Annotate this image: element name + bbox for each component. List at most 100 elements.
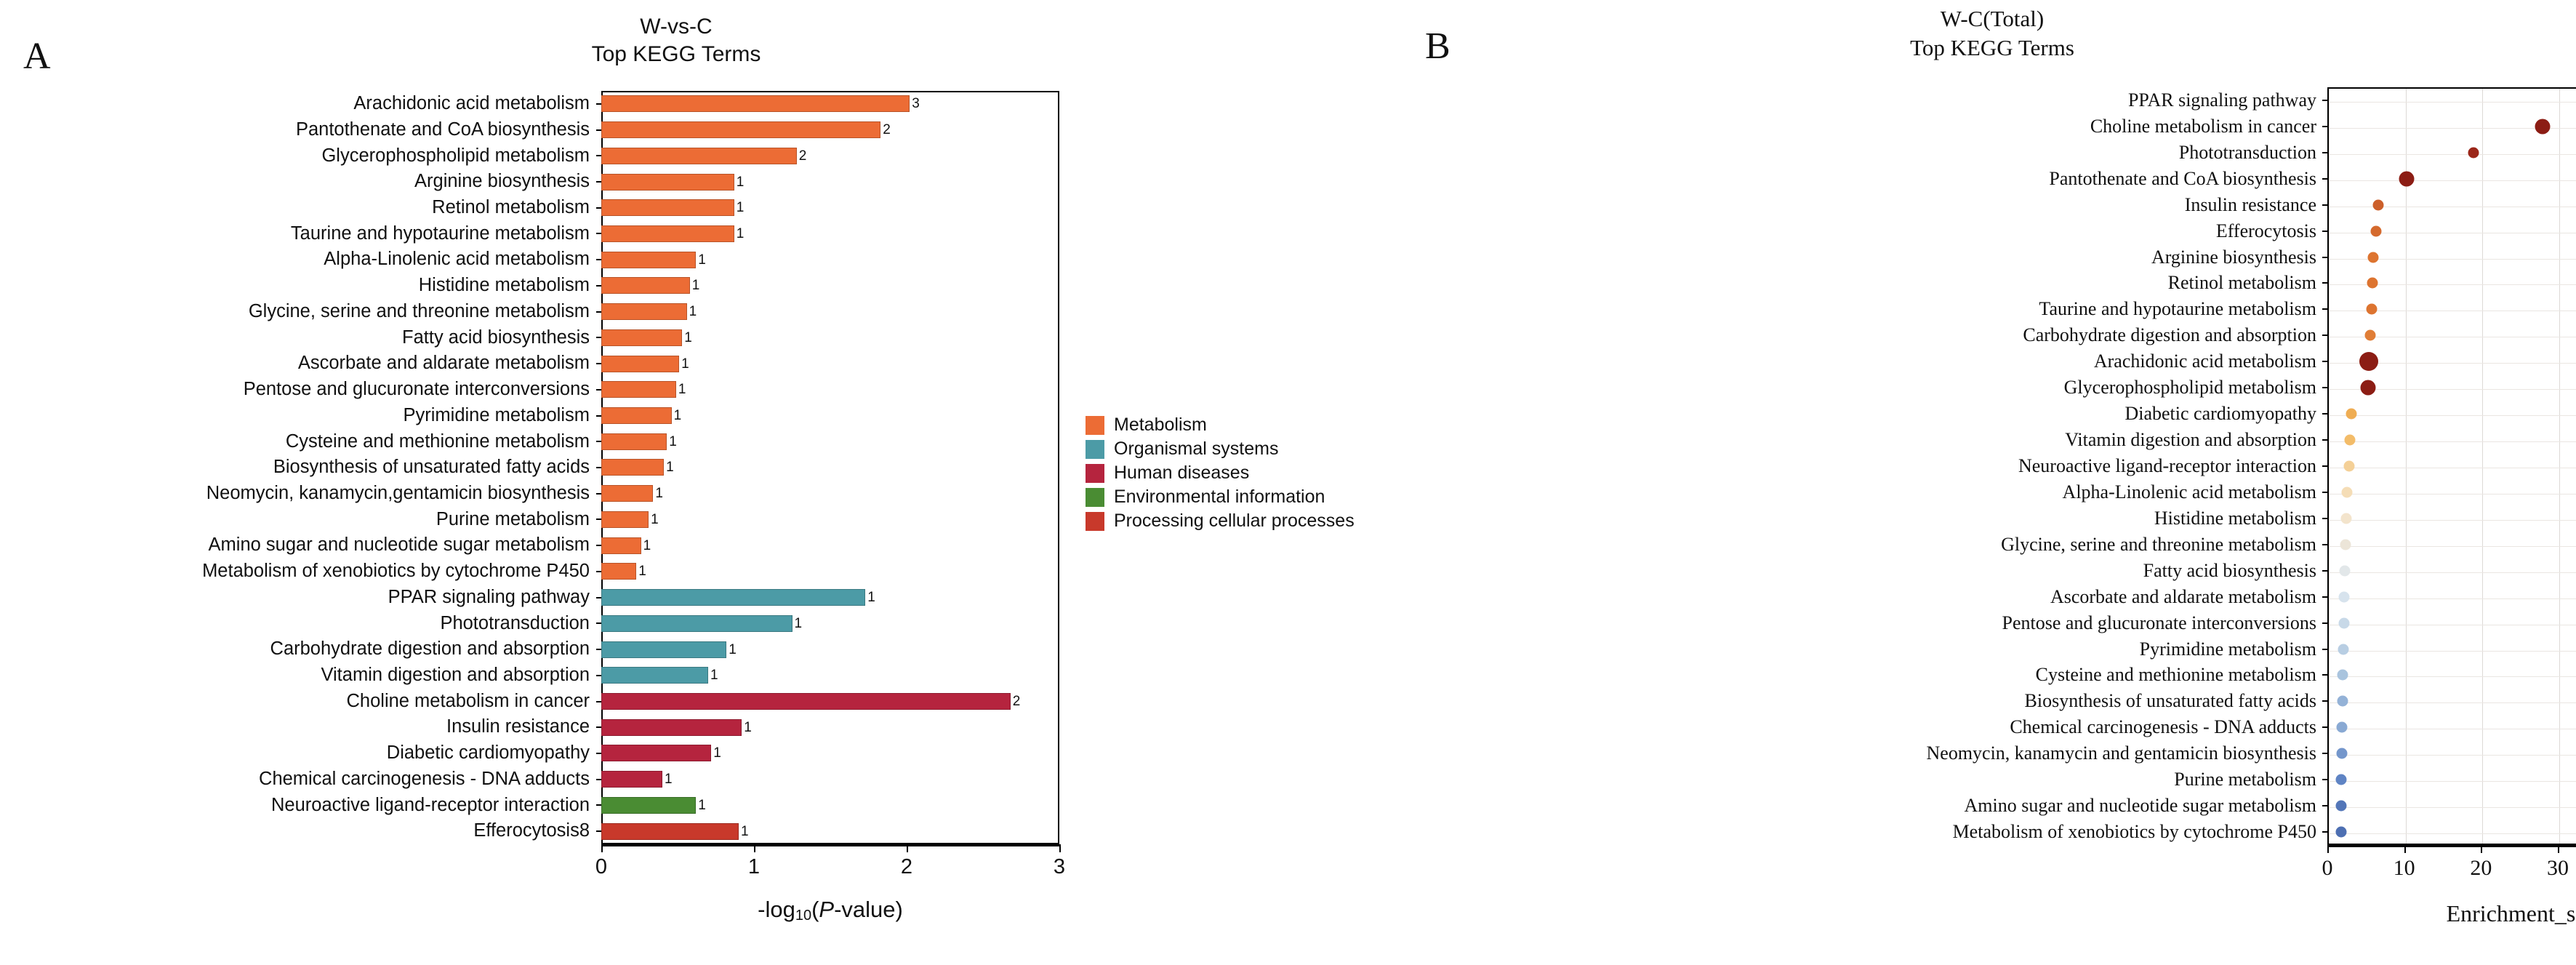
- bar-count-label: 2: [798, 148, 807, 164]
- horizontal-gridline: [2329, 519, 2576, 521]
- y-axis-tick: [2322, 465, 2327, 467]
- dot-row: Purine metabolism: [1403, 766, 2576, 793]
- dot-container: [2327, 401, 2576, 427]
- bar-container: 1: [601, 818, 1062, 844]
- y-axis-tick: [596, 388, 601, 391]
- xlabel-open-paren: (: [811, 897, 819, 922]
- bar: [601, 121, 881, 139]
- y-axis-tick: [596, 415, 601, 417]
- legend-color-swatch: [1086, 511, 1104, 531]
- bar-count-label: 1: [638, 564, 646, 580]
- dot-row: Neuroactive ligand-receptor interaction: [1403, 453, 2576, 479]
- vertical-gridline: [2559, 89, 2560, 844]
- legend-item[interactable]: Metabolism: [1086, 413, 1355, 437]
- dot-row-label: Diabetic cardiomyopathy: [2124, 403, 2316, 425]
- bar-row-label: PPAR signaling pathway: [388, 586, 590, 607]
- bar: [601, 433, 667, 450]
- dot-row: Metabolism of xenobiotics by cytochrome …: [1403, 819, 2576, 845]
- y-axis-tick: [2322, 413, 2327, 415]
- dot-container: [2327, 793, 2576, 819]
- legend-item[interactable]: Processing cellular processes: [1086, 509, 1355, 533]
- bar-container: 1: [601, 662, 1062, 689]
- vertical-gridline: [2405, 89, 2407, 844]
- y-axis-tick: [2322, 491, 2327, 493]
- bar: [601, 251, 697, 268]
- bar-count-label: 1: [643, 537, 651, 553]
- legend-item-label: Human diseases: [1114, 463, 1250, 483]
- bar-row-label: Alpha-Linolenic acid metabolism: [324, 249, 590, 270]
- data-point: [2359, 352, 2379, 372]
- dot-row: Taurine and hypotaurine metabolism: [1403, 296, 2576, 322]
- y-axis-tick: [2322, 204, 2327, 206]
- dot-container: [2327, 558, 2576, 584]
- data-point: [2335, 774, 2347, 785]
- bar-count-label: 1: [741, 823, 749, 839]
- y-axis-tick: [596, 804, 601, 806]
- y-axis-tick: [2322, 596, 2327, 598]
- bar-row-label: Insulin resistance: [446, 716, 590, 737]
- dot-row: Neomycin, kanamycin and gentamicin biosy…: [1403, 740, 2576, 766]
- x-axis-tick-label: 0: [2322, 856, 2333, 880]
- bar-row-label: Fatty acid biosynthesis: [402, 327, 590, 348]
- y-axis-tick: [596, 155, 601, 157]
- y-axis-tick: [2322, 439, 2327, 441]
- bar-row-label: Glycine, serine and threonine metabolism: [248, 300, 590, 321]
- y-axis-tick: [596, 311, 601, 313]
- bar: [601, 771, 662, 788]
- bar-row-label: Biosynthesis of unsaturated fatty acids: [273, 457, 590, 478]
- bar-row: Pentose and glucuronate interconversions…: [0, 377, 1062, 403]
- dot-container: [2327, 427, 2576, 453]
- panel-b-letter: B: [1425, 25, 1450, 67]
- bar-row-label: Taurine and hypotaurine metabolism: [290, 223, 590, 244]
- dot-container: [2327, 322, 2576, 348]
- vertical-gridline: [2329, 89, 2330, 844]
- horizontal-gridline: [2329, 598, 2576, 599]
- dot-row-label: Chemical carcinogenesis - DNA adducts: [2010, 716, 2316, 738]
- horizontal-gridline: [2329, 258, 2576, 260]
- y-axis-tick: [596, 726, 601, 729]
- y-axis-tick: [2322, 361, 2327, 363]
- bar-row-label: Amino sugar and nucleotide sugar metabol…: [208, 534, 590, 556]
- bar-container: 1: [601, 481, 1062, 507]
- bar: [601, 95, 910, 113]
- y-axis-tick: [596, 284, 601, 287]
- dot-row-label: Retinol metabolism: [2167, 272, 2316, 294]
- legend-item[interactable]: Organismal systems: [1086, 437, 1355, 461]
- y-axis-tick: [2322, 99, 2327, 101]
- dot-container: [2327, 636, 2576, 662]
- dot-row-label: Phototransduction: [2178, 141, 2316, 163]
- data-point: [2336, 748, 2348, 759]
- vertical-gridline: [2482, 89, 2484, 844]
- legend-item[interactable]: Environmental information: [1086, 485, 1355, 509]
- xlabel-italic-p: P: [819, 897, 835, 922]
- legend-color-swatch: [1086, 463, 1104, 483]
- dot-row-label: Alpha-Linolenic acid metabolism: [2062, 481, 2316, 502]
- xlabel-rest: -value): [834, 897, 903, 922]
- dot-row: Arachidonic acid metabolism: [1403, 348, 2576, 375]
- bar-container: 1: [601, 221, 1062, 247]
- dot-container: [2327, 348, 2576, 375]
- dot-row-label: PPAR signaling pathway: [2127, 89, 2316, 111]
- bar-row-label: Pentose and glucuronate interconversions: [243, 379, 590, 400]
- data-point: [2335, 826, 2347, 838]
- legend-item[interactable]: Human diseases: [1086, 461, 1355, 485]
- dot-container: [2327, 610, 2576, 636]
- bar: [601, 199, 734, 217]
- data-point: [2336, 721, 2348, 733]
- dot-row: Insulin resistance: [1403, 192, 2576, 218]
- y-axis-tick: [596, 129, 601, 131]
- y-axis-tick: [2322, 517, 2327, 519]
- dot-row: Retinol metabolism: [1403, 271, 2576, 297]
- dot-row-label: Pantothenate and CoA biosynthesis: [2049, 167, 2316, 189]
- bar-container: 1: [601, 532, 1062, 558]
- dot-container: [2327, 714, 2576, 740]
